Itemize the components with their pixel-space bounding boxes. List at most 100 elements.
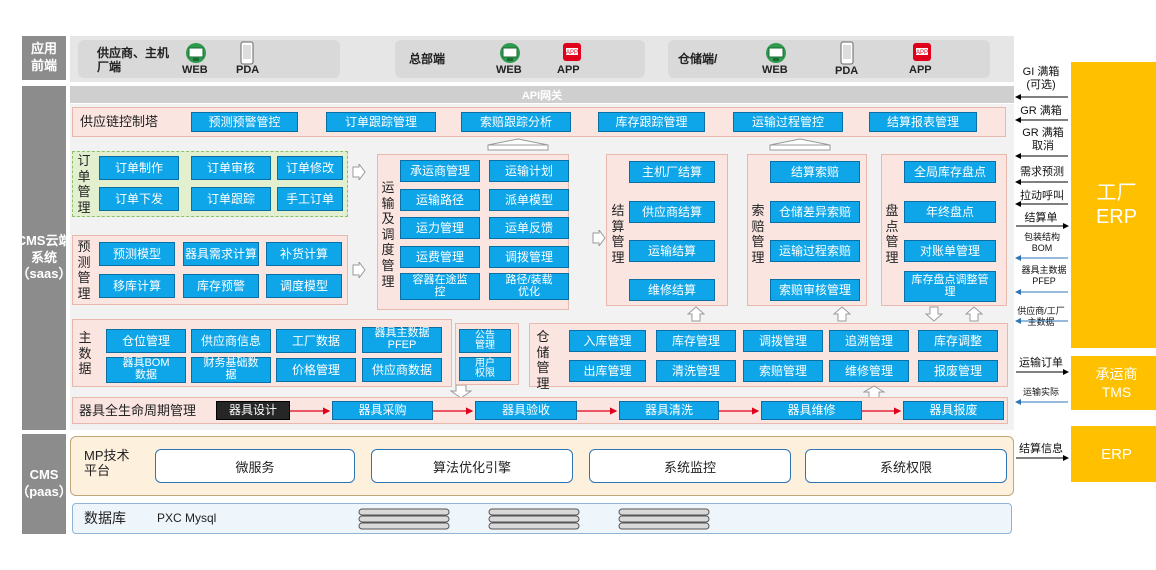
transport-item[interactable]: 运费管理: [400, 246, 480, 268]
warehouse-item[interactable]: 维修管理: [829, 360, 909, 382]
transport-item[interactable]: 运输路径: [400, 189, 480, 211]
database-disk-icon: [358, 508, 450, 530]
order-item[interactable]: 手工订单: [277, 187, 343, 211]
inventory-item[interactable]: 对账单管理: [904, 240, 996, 262]
master-data-item[interactable]: 仓位管理: [106, 329, 186, 353]
control-tower-item[interactable]: 结算报表管理: [869, 112, 977, 132]
forecast-item[interactable]: 库存预警: [183, 274, 259, 298]
control-tower-item[interactable]: 索赔跟踪分析: [461, 112, 571, 132]
web-label: WEB: [496, 64, 522, 76]
master-data-item[interactable]: 财务基础数据: [191, 357, 271, 383]
settlement-mgmt-title: 结算管理: [611, 203, 625, 265]
transport-item[interactable]: 运力管理: [400, 217, 480, 239]
transport-item[interactable]: 运单反馈: [489, 217, 569, 239]
claim-item[interactable]: 仓储差异索赔: [770, 201, 860, 223]
settlement-item[interactable]: 运输结算: [629, 240, 715, 262]
claim-item[interactable]: 结算索赔: [770, 161, 860, 183]
transport-item[interactable]: 派单模型: [489, 189, 569, 211]
layer-frontend-label: 应用前端: [22, 36, 66, 80]
master-data-item[interactable]: 工厂数据: [276, 329, 356, 353]
warehouse-client: [668, 40, 990, 78]
warehouse-item[interactable]: 库存管理: [656, 330, 736, 352]
monitor-icon: [176, 43, 216, 70]
warehouse-item[interactable]: 报废管理: [918, 360, 998, 382]
mp-item[interactable]: 系统权限: [805, 449, 1007, 483]
lifecycle-step[interactable]: 器具采购: [332, 401, 433, 420]
forecast-item[interactable]: 器具需求计算: [183, 242, 259, 266]
settlement-item[interactable]: 维修结算: [629, 279, 715, 301]
settlement-item[interactable]: 主机厂结算: [629, 161, 715, 183]
warehouse-item[interactable]: 追溯管理: [829, 330, 909, 352]
forecast-item[interactable]: 补货计算: [266, 242, 342, 266]
flow-label: 器具主数据PFEP: [1021, 265, 1067, 286]
master-data-item[interactable]: 供应商信息: [191, 329, 271, 353]
layer-cloud-label: CMS云端系统（saas）: [17, 86, 71, 430]
flow-label: GR 满箱取消: [1022, 127, 1064, 153]
control-tower-item[interactable]: 预测预警管控: [191, 112, 298, 132]
lifecycle-title: 器具全生命周期管理: [79, 403, 197, 418]
layer-paas-label: CMS（paas）: [16, 434, 72, 534]
order-item[interactable]: 订单下发: [99, 187, 179, 211]
flow-label: 供应商/工厂主数据: [1017, 306, 1065, 327]
transport-item[interactable]: 运输计划: [489, 160, 569, 182]
flow-label: GR 满箱: [1020, 105, 1062, 117]
forecast-item[interactable]: 移库计算: [99, 274, 175, 298]
order-mgmt-title: 订单管理: [77, 153, 91, 215]
mp-item[interactable]: 微服务: [155, 449, 355, 483]
transport-item[interactable]: 容器在途监控: [400, 273, 480, 300]
order-item[interactable]: 订单审核: [191, 156, 271, 180]
forecast-item[interactable]: 预测模型: [99, 242, 175, 266]
mp-item[interactable]: 系统监控: [589, 449, 791, 483]
order-item[interactable]: 订单制作: [99, 156, 179, 180]
control-tower-item[interactable]: 订单跟踪管理: [326, 112, 436, 132]
transport-item[interactable]: 承运商管理: [400, 160, 480, 182]
user-permission-button[interactable]: 用户权限: [459, 357, 511, 381]
warehouse-item[interactable]: 库存调整: [918, 330, 998, 352]
claim-item[interactable]: 索赔审核管理: [770, 279, 860, 301]
master-data-item[interactable]: 器具主数据PFEP: [362, 327, 442, 353]
web-label: WEB: [762, 64, 788, 76]
control-tower-item[interactable]: 库存跟踪管理: [598, 112, 705, 132]
inventory-item[interactable]: 库存盘点调整管理: [904, 271, 996, 302]
mp-item[interactable]: 算法优化引擎: [371, 449, 573, 483]
transport-mgmt-title: 运输及调度管理: [381, 180, 395, 289]
master-data-item[interactable]: 器具BOM数据: [106, 357, 186, 383]
warehouse-mgmt-title: 仓储管理: [536, 329, 550, 391]
lifecycle-step[interactable]: 器具维修: [761, 401, 862, 420]
inventory-item[interactable]: 年终盘点: [904, 201, 996, 223]
mp-platform-title: MP技术平台: [84, 448, 130, 478]
warehouse-item[interactable]: 出库管理: [569, 360, 646, 382]
order-item[interactable]: 订单跟踪: [191, 187, 271, 211]
control-tower-item[interactable]: 运输过程管控: [733, 112, 843, 132]
transport-item[interactable]: 调拨管理: [489, 246, 569, 268]
warehouse-item[interactable]: 索赔管理: [743, 360, 823, 382]
inventory-item[interactable]: 全局库存盘点: [904, 161, 996, 183]
up-arrow-icon: [769, 138, 831, 151]
lifecycle-step[interactable]: 器具报废: [903, 401, 1004, 420]
forecast-item[interactable]: 调度模型: [266, 274, 342, 298]
lifecycle-step[interactable]: 器具验收: [475, 401, 577, 420]
announcement-button[interactable]: 公告管理: [459, 329, 511, 353]
transport-item[interactable]: 路径/装载优化: [489, 273, 569, 300]
claim-item[interactable]: 运输过程索赔: [770, 240, 860, 262]
up-arrow-icon: [487, 138, 549, 151]
web-label: WEB: [182, 64, 208, 76]
master-data-item[interactable]: 供应商数据: [362, 358, 442, 382]
flow-label: GI 满箱(可选): [1022, 66, 1060, 92]
lifecycle-step[interactable]: 器具清洗: [619, 401, 719, 420]
factory-erp-label: 工厂ERP: [1095, 182, 1138, 228]
forecast-mgmt-title: 预测管理: [77, 239, 91, 301]
flow-label: 运输订单: [1019, 357, 1063, 369]
lifecycle-step[interactable]: 器具设计: [216, 401, 290, 420]
warehouse-item[interactable]: 清洗管理: [656, 360, 736, 382]
up-arrow-icon: [833, 306, 851, 322]
right-arrow-icon: [592, 230, 606, 246]
order-item[interactable]: 订单修改: [277, 156, 343, 180]
settlement-item[interactable]: 供应商结算: [629, 201, 715, 223]
supplier-client-name: 供应商、主机厂端: [97, 46, 170, 75]
master-data-item[interactable]: 价格管理: [276, 358, 356, 382]
pda-label: PDA: [835, 65, 859, 77]
warehouse-item[interactable]: 入库管理: [569, 330, 646, 352]
warehouse-item[interactable]: 调拨管理: [743, 330, 823, 352]
